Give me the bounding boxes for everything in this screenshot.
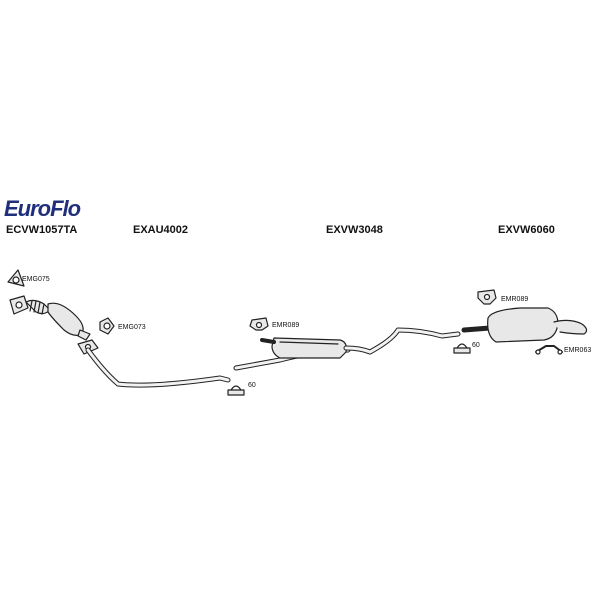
logo-text: EuroFlo [4,196,81,221]
label-gasket-side: EMG073 [118,324,146,331]
rubber-mount-center-icon[interactable] [249,317,269,331]
label-clamp-rear: 60 [472,342,480,349]
rubber-mount-rear-icon[interactable] [477,289,497,305]
gasket-emg075-icon[interactable] [7,269,25,287]
label-rubber-tail: EMR063 [564,347,592,354]
front-pipe-icon[interactable] [85,347,231,388]
label-gasket-top: EMG075 [22,276,50,283]
clamp-rear-icon[interactable] [453,343,471,354]
gasket-emg073-icon[interactable] [99,317,115,335]
catalytic-converter-icon[interactable] [25,299,91,341]
label-clamp-front: 60 [248,382,256,389]
label-rubber-center: EMR089 [272,322,300,329]
part-code-center-silencer[interactable]: EXVW3048 [326,224,383,236]
part-code-front-pipe[interactable]: EXAU4002 [133,224,189,236]
clamp-front-icon[interactable] [227,385,245,396]
part-code-manifold-pipe[interactable]: ECVW1057TA [6,224,78,236]
euroflo-logo: EuroFlo [4,196,81,222]
rubber-mount-tail-icon[interactable] [535,345,563,355]
label-rubber-rear: EMR089 [501,296,529,303]
part-code-rear-silencer[interactable]: EXVW6060 [498,224,555,236]
rear-silencer-icon[interactable] [461,307,588,343]
manifold-flange-icon[interactable] [9,295,29,315]
front-pipe-flange-icon[interactable] [77,339,99,355]
center-silencer-icon[interactable] [233,327,461,371]
